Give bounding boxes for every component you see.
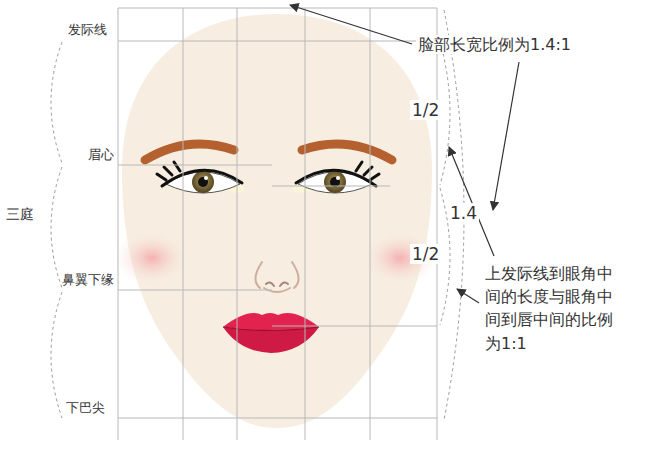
eyebrow xyxy=(302,144,392,160)
ratio-number: 1/2 xyxy=(410,100,441,120)
eyebrow xyxy=(145,144,234,160)
eyelashes xyxy=(296,162,379,186)
nose xyxy=(255,262,298,292)
pupil xyxy=(198,177,208,187)
ratio-number: 1.4 xyxy=(448,203,479,223)
line-label: 发际线 xyxy=(68,22,107,38)
line-label: 鼻翼下缘 xyxy=(62,272,114,288)
iris xyxy=(192,171,214,193)
dashed-bracket xyxy=(51,10,464,420)
proportion-grid xyxy=(118,8,437,440)
iris xyxy=(324,171,346,193)
ratio-number: 1/2 xyxy=(410,244,441,264)
eyelashes xyxy=(157,162,242,186)
callout-note: 上发际线到眼角中间的长度与眼角中间到唇中间的比例为1:1 xyxy=(483,262,621,355)
face-shape xyxy=(122,14,432,428)
section-label: 三庭 xyxy=(6,206,34,223)
eye-glint xyxy=(204,176,208,180)
line-label: 下巴尖 xyxy=(66,400,105,416)
line-label: 眉心 xyxy=(88,147,114,163)
eye-glint xyxy=(336,176,340,180)
nostrils xyxy=(266,282,288,286)
cheek-blush xyxy=(114,230,190,286)
callout-note: 脸部长宽比例为1.4:1 xyxy=(416,35,573,54)
